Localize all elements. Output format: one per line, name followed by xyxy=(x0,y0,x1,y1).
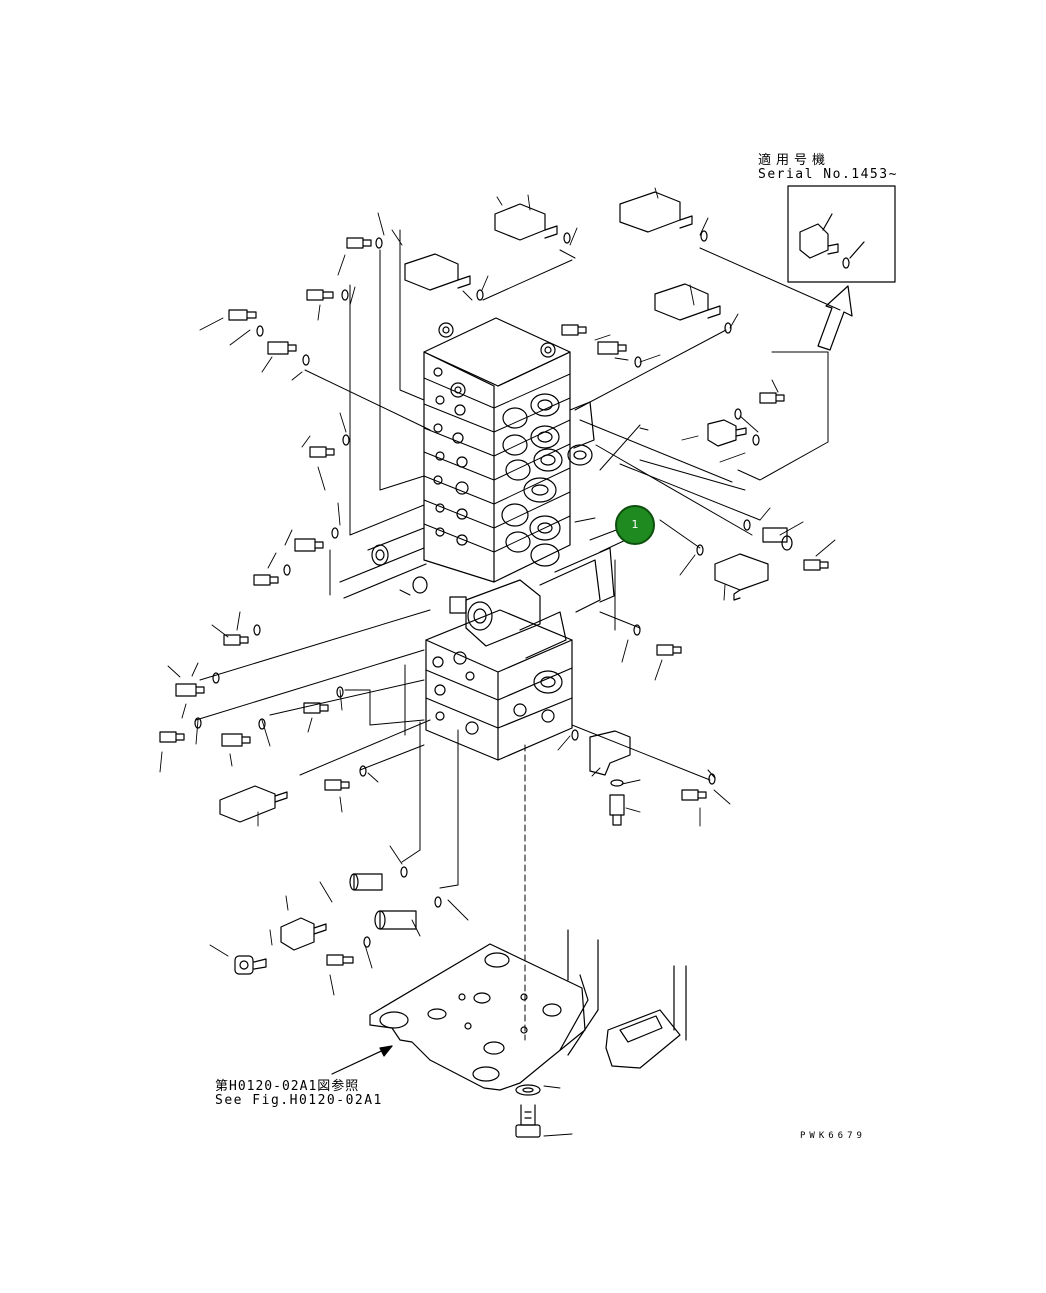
fittings-left xyxy=(159,237,442,975)
hydraulic-lines xyxy=(195,229,841,1041)
serial-label-ja: 適用号機 xyxy=(758,153,831,168)
part-callout-number: 1 xyxy=(631,518,639,531)
drawing-code: PWK6679 xyxy=(800,1131,866,1141)
serial-label-en: Serial No.1453~ xyxy=(758,167,898,182)
leader-lines xyxy=(159,187,836,1137)
arrow-icon xyxy=(817,285,853,351)
mounting-plate xyxy=(369,929,687,1138)
serial-inset xyxy=(787,185,896,283)
part-callout-1[interactable]: 1 xyxy=(615,505,655,545)
control-valve-body xyxy=(423,317,595,583)
figure-ref-en: See Fig.H0120-02A1 xyxy=(215,1093,383,1108)
fittings-right xyxy=(371,191,829,826)
lower-valve-block xyxy=(425,547,615,761)
figure-ref-ja: 第H0120-02A1図参照 xyxy=(215,1079,360,1094)
